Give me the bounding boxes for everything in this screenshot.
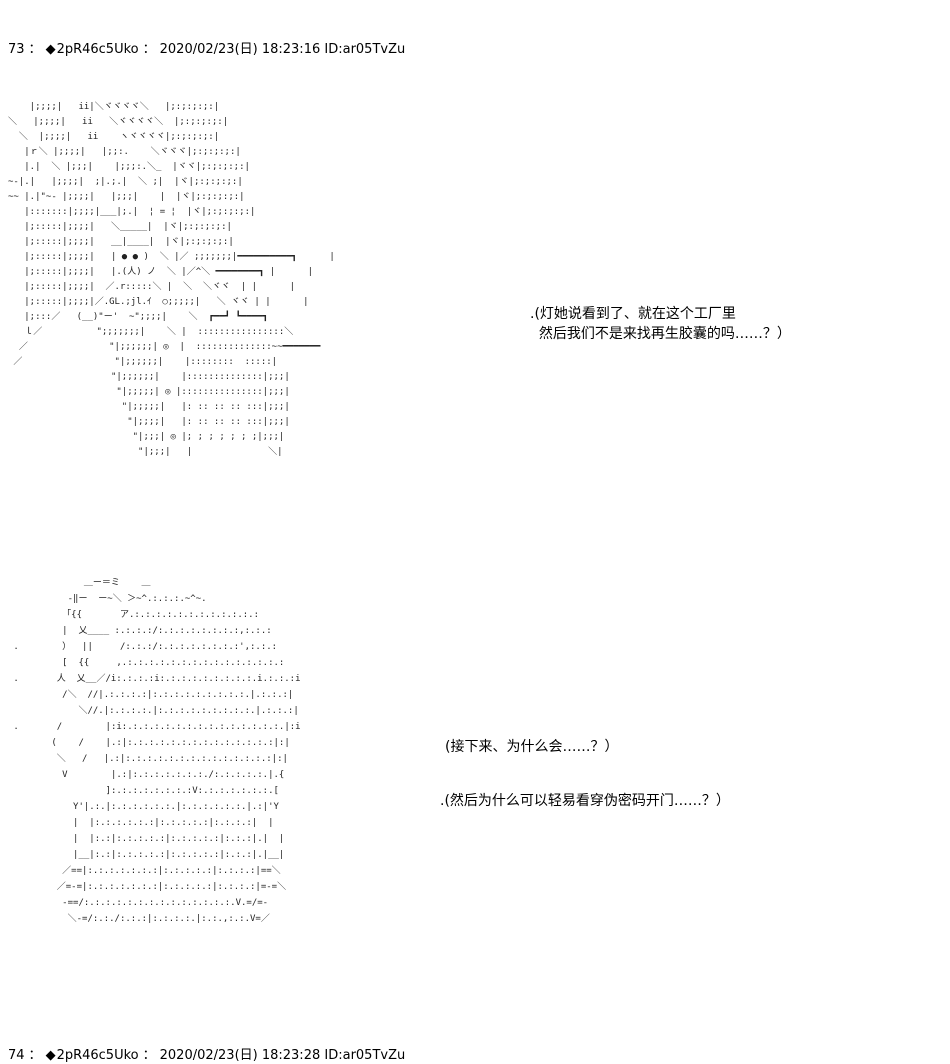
poster-id[interactable]: ID:ar05TvZu <box>324 42 406 57</box>
ascii-art-scene-character: ＿ー＝ミ ＿ -‖ー ー~＼ ＞~^.:.:.:.~^~. 「{{ ア.:.:.… <box>13 578 301 924</box>
poster-id[interactable]: ID:ar05TvZu <box>324 1048 406 1063</box>
post-number[interactable]: 74 <box>8 1048 25 1063</box>
post-header-74: 74：◆2pR46c5Uko：2020/02/23(日) 18:23:28 ID… <box>8 1044 405 1063</box>
trip-diamond-icon: ◆ <box>45 42 56 57</box>
trip-code: 2pR46c5Uko <box>56 42 139 57</box>
separator: ： <box>28 42 42 57</box>
dialogue-line-2: (接下来、为什么会……？） <box>445 739 619 755</box>
post-datetime: 2020/02/23(日) 18:23:28 <box>159 1048 321 1063</box>
post-number[interactable]: 73 <box>8 42 25 57</box>
ascii-art-scene-factory: |;;;;| ii|＼ヾヾヾヾ＼ |;:;:;:;:| ＼ |;;;;| ii … <box>8 102 335 457</box>
trip-diamond-icon: ◆ <box>45 1048 56 1063</box>
post-datetime: 2020/02/23(日) 18:23:16 <box>159 42 321 57</box>
dialogue-line-3: .(然后为什么可以轻易看穿伪密码开门……？） <box>440 793 730 809</box>
dialogue-line-1: .(灯她说看到了、就在这个工厂里 然后我们不是来找再生胶囊的吗……？） <box>530 306 791 342</box>
post-header-73: 73：◆2pR46c5Uko：2020/02/23(日) 18:23:16 ID… <box>8 38 405 57</box>
separator: ： <box>142 1048 156 1063</box>
separator: ： <box>142 42 156 57</box>
separator: ： <box>28 1048 42 1063</box>
trip-code: 2pR46c5Uko <box>56 1048 139 1063</box>
